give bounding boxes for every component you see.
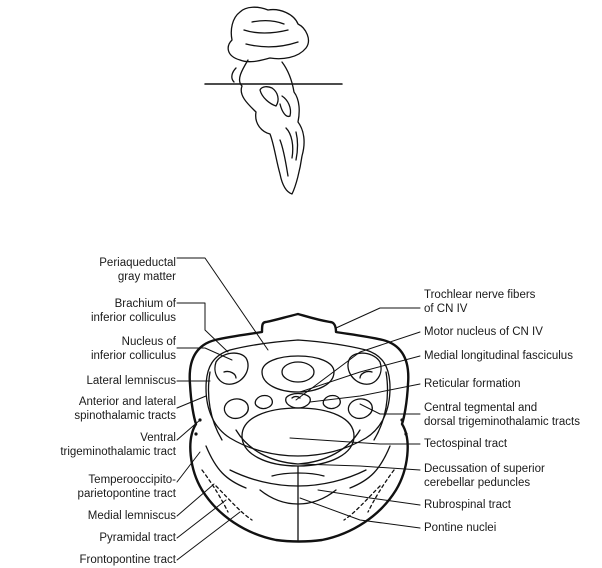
label-lateral-lemniscus: Lateral lemniscus <box>86 375 176 387</box>
label-brachium-of-inferior-colliculus: Brachium of inferior colliculus <box>90 298 176 324</box>
label-anterior-lateral-spinothalamic: Anterior and lateral spinothalamic tract… <box>74 396 176 422</box>
label-ventral-trigeminothalamic: Ventral trigeminothalamic tract <box>60 432 176 458</box>
leader-lines <box>176 257 421 561</box>
label-nucleus-of-inferior-colliculus: Nucleus of inferior colliculus <box>90 336 176 362</box>
label-tectospinal-tract: Tectospinal tract <box>424 438 508 450</box>
label-central-tegmental-dorsal-trigeminothalamic: Central tegmental and dorsal trigeminoth… <box>424 402 580 428</box>
label-medial-longitudinal-fasciculus: Medial longitudinal fasciculus <box>424 350 573 362</box>
brainstem-orientation-sketch <box>204 6 343 195</box>
label-frontopontine-tract: Frontopontine tract <box>79 554 176 566</box>
label-medial-lemniscus: Medial lemniscus <box>87 510 176 522</box>
label-periaqueductal-gray-matter: Periaqueductal gray matter <box>99 257 176 283</box>
label-temperooccipito-parietopontine: Temperooccipito- parietopontine tract <box>77 474 176 500</box>
label-pyramidal-tract: Pyramidal tract <box>99 532 176 544</box>
label-reticular-formation: Reticular formation <box>424 378 521 390</box>
label-decussation-superior-cerebellar: Decussation of superior cerebellar pedun… <box>424 463 545 489</box>
midbrain-pons-section <box>188 312 410 543</box>
label-pontine-nuclei: Pontine nuclei <box>424 522 497 534</box>
label-motor-nucleus-cn-iv: Motor nucleus of CN IV <box>424 326 543 338</box>
label-trochlear-nerve-fibers: Trochlear nerve fibers of CN IV <box>424 289 536 315</box>
label-rubrospinal-tract: Rubrospinal tract <box>424 499 511 511</box>
